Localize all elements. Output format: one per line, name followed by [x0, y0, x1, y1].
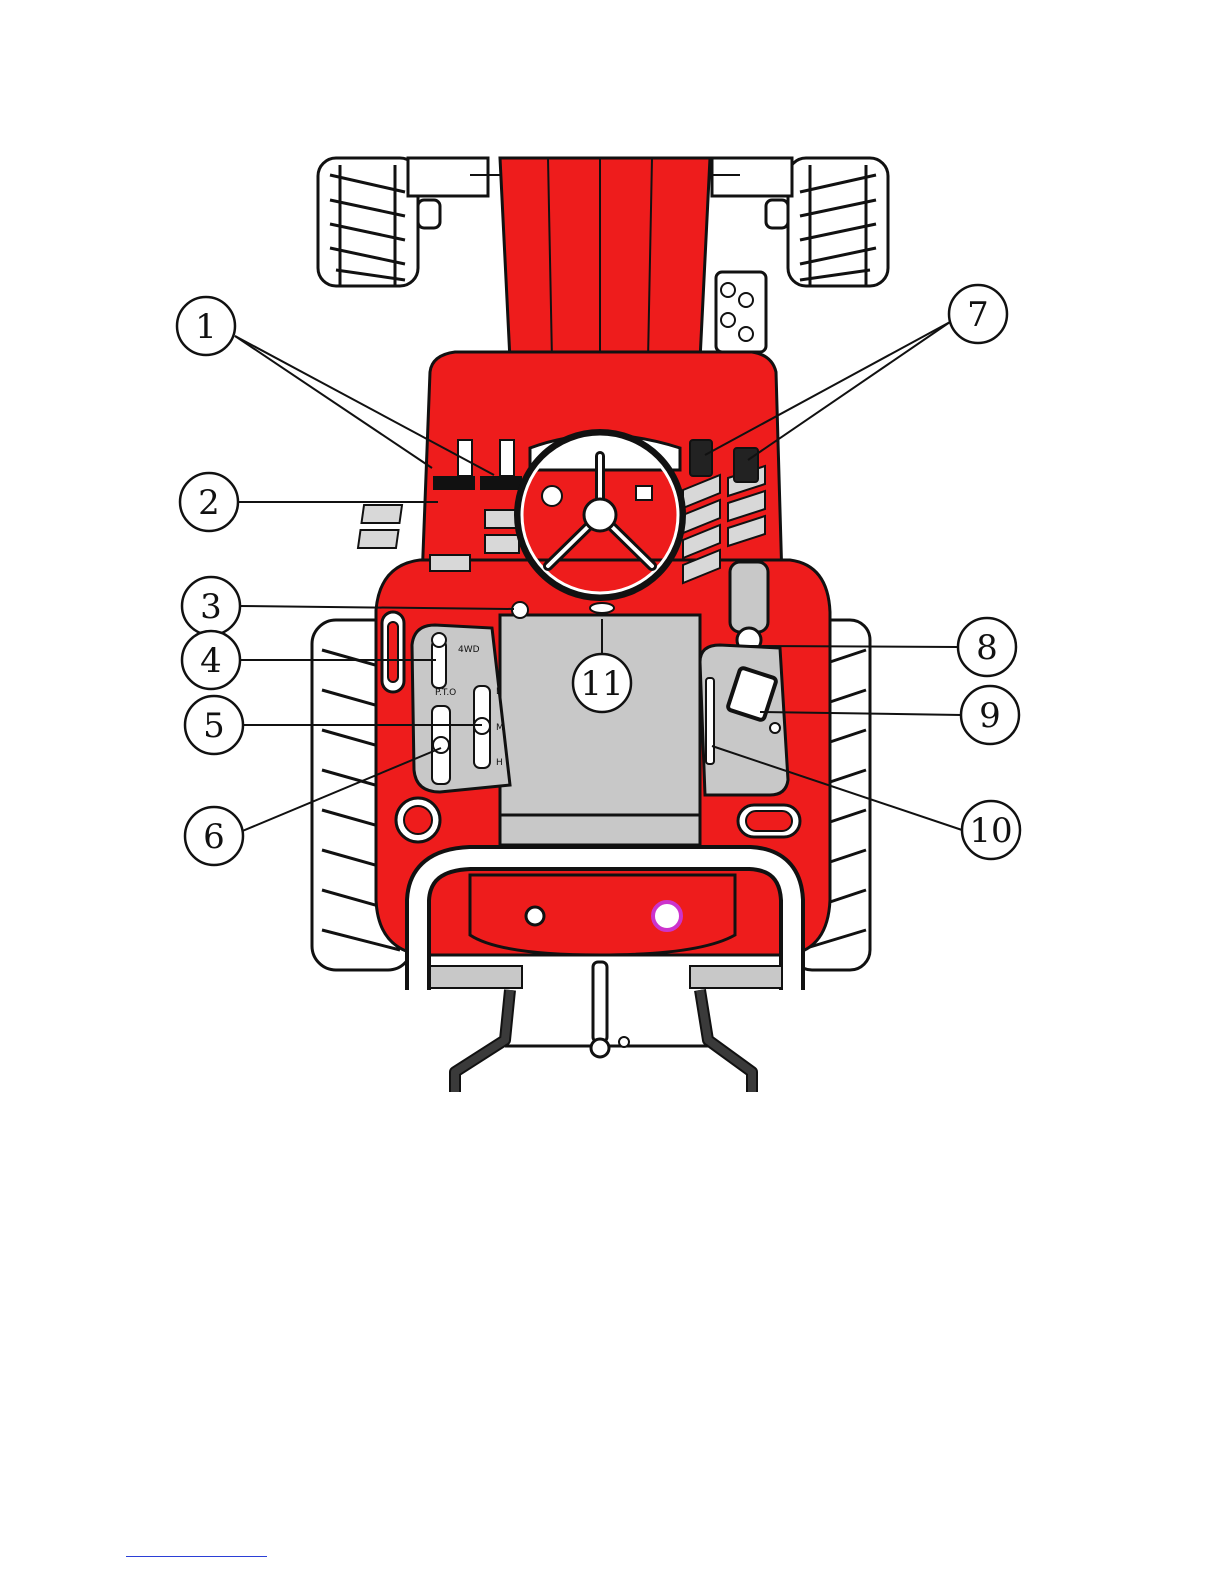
callout-10: 10 — [962, 801, 1020, 859]
footnote-rule — [126, 1556, 267, 1557]
rear-right-light — [738, 805, 800, 837]
callout-11-label: 11 — [580, 664, 623, 704]
left-control-console: 4WD P.T.O L M H — [412, 625, 510, 792]
front-right-wheel — [712, 158, 888, 286]
callout-2-label: 2 — [198, 483, 220, 523]
three-point-hitch — [430, 962, 782, 1092]
callout-2: 2 — [180, 473, 238, 531]
callout-3: 3 — [182, 577, 240, 635]
range-low-mark: L — [496, 687, 501, 697]
callout-1: 1 — [177, 297, 235, 355]
callout-9: 9 — [961, 686, 1019, 744]
hydraulic-valve-block — [716, 272, 766, 352]
callout-5: 5 — [185, 696, 243, 754]
operator-platform — [500, 602, 700, 845]
callout-8-label: 8 — [976, 628, 998, 668]
4wd-mark: 4WD — [458, 645, 480, 655]
callout-3-label: 3 — [200, 587, 222, 627]
callout-4-label: 4 — [200, 641, 222, 681]
callout-10-label: 10 — [969, 811, 1012, 851]
callout-5-label: 5 — [203, 706, 225, 746]
callout-7: 7 — [949, 285, 1007, 343]
callout-4: 4 — [182, 631, 240, 689]
front-left-wheel — [318, 158, 488, 286]
rear-panel — [470, 875, 735, 955]
callout-8: 8 — [958, 618, 1016, 676]
callout-6: 6 — [185, 807, 243, 865]
callout-7-label: 7 — [967, 295, 989, 335]
range-mid-mark: M — [496, 723, 504, 733]
left-grab-handle — [382, 612, 404, 692]
callout-11: 11 — [573, 654, 631, 712]
callout-6-label: 6 — [203, 817, 225, 857]
pto-mark: P.T.O — [435, 688, 456, 698]
rear-left-light — [396, 798, 440, 842]
hood — [470, 158, 740, 360]
callout-9-label: 9 — [979, 696, 1001, 736]
range-high-mark: H — [496, 758, 503, 768]
callout-1-label: 1 — [195, 307, 217, 347]
